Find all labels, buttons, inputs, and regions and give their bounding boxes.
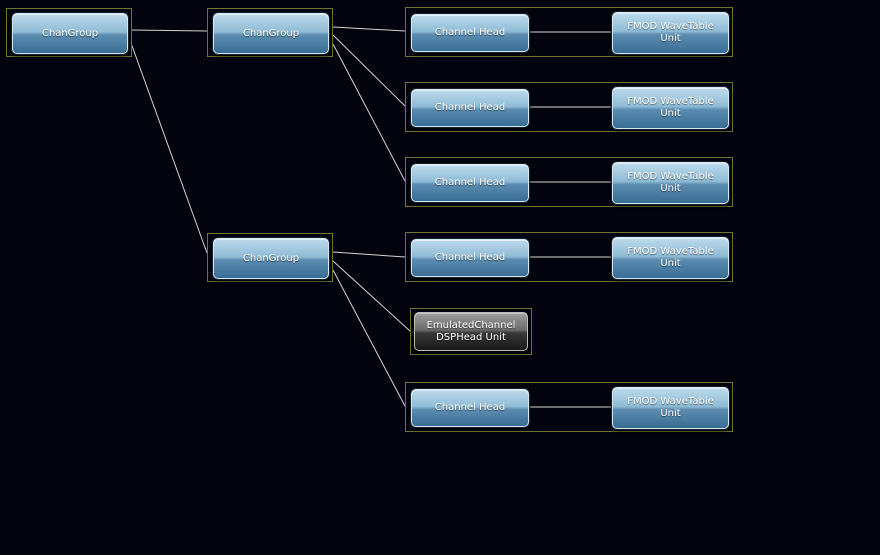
node-label: FMOD WaveTable Unit [627,96,714,119]
node-label: FMOD WaveTable Unit [627,396,714,419]
connector-group2-row6 [332,269,406,407]
connector-group2-emulated [332,260,411,332]
node-label: ChanGroup [41,27,99,39]
node-channel-head[interactable]: Channel Head [411,239,529,277]
node-label: FMOD WaveTable Unit [627,246,714,269]
node-label: FMOD WaveTable Unit [627,171,714,194]
pair-frame-row4: Channel Head FMOD WaveTable Unit [405,232,733,282]
pair-frame-row6: Channel Head FMOD WaveTable Unit [405,382,733,432]
node-changroup-root[interactable]: ChanGroup [12,13,128,54]
node-channel-head[interactable]: Channel Head [411,389,529,427]
node-wavetable-unit[interactable]: FMOD WaveTable Unit [612,387,729,429]
node-wavetable-unit[interactable]: FMOD WaveTable Unit [612,87,729,129]
connector-root-group1 [131,29,208,32]
connector-root-group2 [130,42,208,254]
pair-frame-row1: Channel Head FMOD WaveTable Unit [405,7,733,57]
node-channel-head[interactable]: Channel Head [411,14,529,52]
node-channel-head[interactable]: Channel Head [411,89,529,127]
node-label: ChanGroup [242,252,300,264]
node-label: Channel Head [434,177,506,188]
node-label: FMOD WaveTable Unit [627,21,714,44]
node-frame-group1: ChanGroup [207,8,333,57]
node-wavetable-unit[interactable]: FMOD WaveTable Unit [612,12,729,54]
node-label: Channel Head [434,402,506,413]
node-label: EmulatedChannel DSPHead Unit [426,319,516,343]
connector-group1-row3 [332,43,406,182]
node-frame-emulated: EmulatedChannel DSPHead Unit [410,308,532,355]
connector-group2-row4 [332,251,406,258]
node-wavetable-unit[interactable]: FMOD WaveTable Unit [612,162,729,204]
node-frame-root: ChanGroup [6,8,132,57]
connector-group1-row2 [332,34,406,107]
connector-group1-row1 [332,26,406,32]
node-frame-group2: ChanGroup [207,233,333,282]
node-changroup-2[interactable]: ChanGroup [213,238,329,279]
pair-frame-row2: Channel Head FMOD WaveTable Unit [405,82,733,132]
pair-frame-row3: Channel Head FMOD WaveTable Unit [405,157,733,207]
node-label: Channel Head [434,27,506,38]
node-label: Channel Head [434,252,506,263]
node-label: Channel Head [434,102,506,113]
node-changroup-1[interactable]: ChanGroup [213,13,329,54]
node-channel-head[interactable]: Channel Head [411,164,529,202]
node-label: ChanGroup [242,27,300,39]
node-wavetable-unit[interactable]: FMOD WaveTable Unit [612,237,729,279]
node-emulated-channel-dsphead[interactable]: EmulatedChannel DSPHead Unit [414,312,528,351]
